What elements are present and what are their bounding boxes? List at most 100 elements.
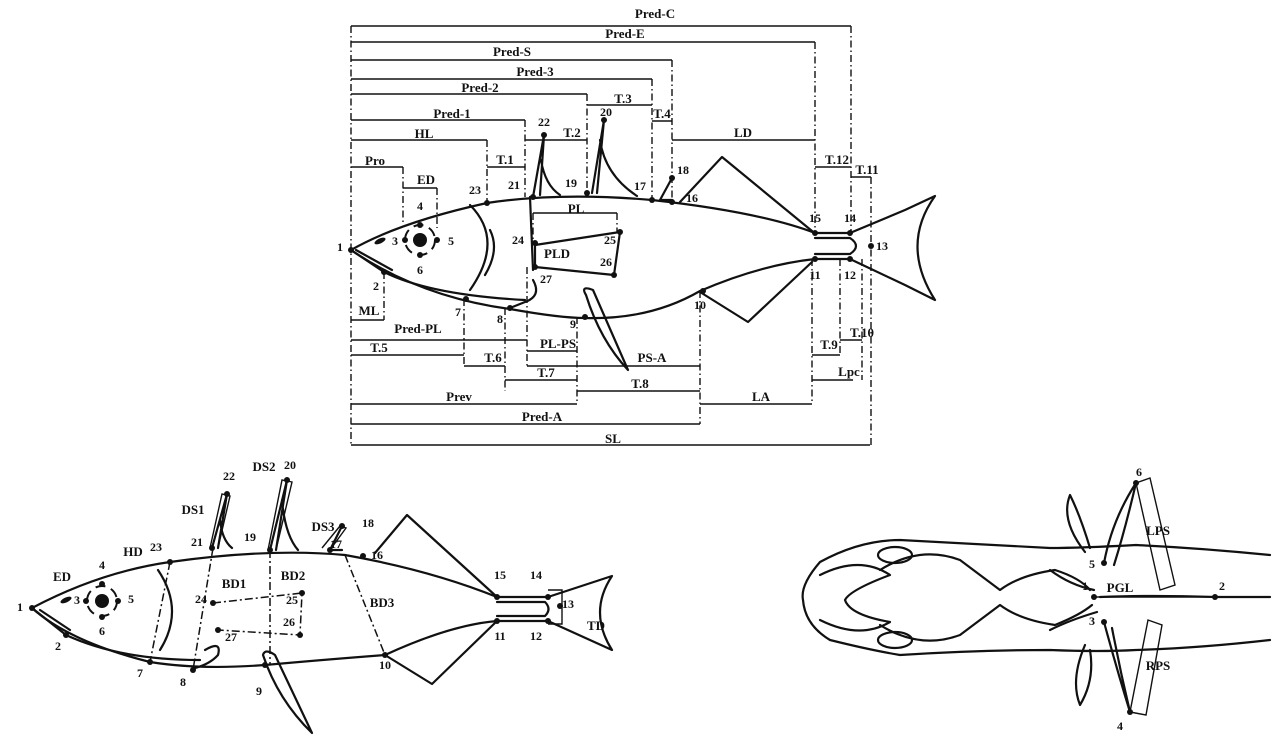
landmark-point: [360, 553, 366, 559]
landmark-point: [262, 662, 268, 668]
measurement-label: T.5: [370, 340, 388, 355]
measurement-label: Lpc: [838, 364, 860, 379]
landmark-point: [327, 547, 333, 553]
landmark-point: [1101, 560, 1107, 566]
diagram-label: PGL: [1107, 580, 1134, 595]
landmark-point: [381, 269, 387, 275]
landmark-point: [700, 288, 706, 294]
measurement-label: T.11: [855, 162, 878, 177]
landmark-point: [532, 240, 538, 246]
landmark-point: [545, 618, 551, 624]
diagram-label: RPS: [1146, 658, 1171, 673]
measurement-label: T.3: [614, 91, 632, 106]
landmark-number: 27: [225, 630, 237, 644]
landmark-number: 20: [600, 105, 612, 119]
measurement-label: PS-A: [638, 350, 668, 365]
measurement-label: HL: [415, 126, 434, 141]
landmark-number: 6: [99, 624, 105, 638]
landmark-number: 21: [191, 535, 203, 549]
landmark-point: [484, 200, 490, 206]
landmark-number: 23: [150, 540, 162, 554]
landmark-point: [494, 594, 500, 600]
landmark-number: 25: [604, 233, 616, 247]
landmark-number: 5: [448, 234, 454, 248]
landmark-number: 24: [512, 233, 524, 247]
landmark-number: 26: [283, 615, 295, 629]
landmark-number: 2: [55, 639, 61, 653]
landmark-number: 11: [494, 629, 505, 643]
landmark-number: 16: [686, 191, 698, 205]
landmark-point: [541, 132, 547, 138]
landmark-point: [434, 237, 440, 243]
landmark-number: 11: [809, 268, 820, 282]
diagram-label: BD1: [222, 576, 247, 591]
landmark-number: 12: [844, 268, 856, 282]
landmark-point: [1091, 594, 1097, 600]
landmark-number: 15: [809, 211, 821, 225]
landmark-number: 1: [337, 240, 343, 254]
measurement-label: T.7: [537, 365, 555, 380]
measurement-label: PL-PS: [540, 336, 576, 351]
landmark-point: [601, 117, 607, 123]
measurement-label: LA: [752, 389, 771, 404]
landmark-number: 5: [128, 592, 134, 606]
landmark-point: [669, 199, 675, 205]
diagram-label: BD2: [281, 568, 306, 583]
landmark-point: [382, 652, 388, 658]
measurement-label: T.1: [496, 152, 513, 167]
landmark-number: 14: [844, 211, 856, 225]
landmark-point: [584, 190, 590, 196]
landmark-point: [83, 598, 89, 604]
landmark-point: [299, 590, 305, 596]
measurement-label: T.4: [653, 106, 671, 121]
landmark-point: [868, 243, 874, 249]
landmark-number: 4: [99, 558, 105, 572]
landmark-number: 12: [530, 629, 542, 643]
landmark-point: [99, 581, 105, 587]
diagram-label: TD: [587, 618, 605, 633]
measurement-label: Pred-S: [493, 44, 531, 59]
measurement-label: Pred-A: [522, 409, 563, 424]
landmark-point: [99, 614, 105, 620]
landmark-number: 3: [74, 593, 80, 607]
landmark-number: 19: [244, 530, 256, 544]
measurement-label: T.12: [825, 152, 849, 167]
landmark-number: 15: [494, 568, 506, 582]
labels-layer: Pred-CPred-EPred-SPred-3Pred-2T.3T.4Pred…: [17, 6, 1225, 733]
landmark-number: 24: [195, 592, 207, 606]
landmark-point: [417, 252, 423, 258]
measurement-label: SL: [605, 431, 621, 446]
measurement-label: LD: [734, 125, 752, 140]
landmark-number: 8: [497, 312, 503, 326]
landmark-number: 18: [677, 163, 689, 177]
landmark-point: [812, 256, 818, 262]
landmark-point: [649, 197, 655, 203]
landmark-number: 4: [417, 199, 423, 213]
measurement-label: Pred-3: [516, 64, 554, 79]
landmark-number: 10: [694, 298, 706, 312]
landmark-number: 7: [455, 305, 461, 319]
landmark-number: 6: [1136, 465, 1142, 479]
landmark-point: [582, 314, 588, 320]
measurement-label: Pro: [365, 153, 385, 168]
landmark-number: 25: [286, 593, 298, 607]
landmark-point: [224, 491, 230, 497]
landmark-number: 6: [417, 263, 423, 277]
landmark-number: 13: [562, 597, 574, 611]
landmark-point: [463, 296, 469, 302]
landmark-number: 9: [256, 684, 262, 698]
diagram-label: DS1: [181, 502, 204, 517]
ventral-fish-diagram: [801, 477, 1272, 716]
landmark-point: [417, 222, 423, 228]
landmark-point: [847, 230, 853, 236]
landmark-number: 1: [1082, 579, 1088, 593]
landmark-point: [1101, 619, 1107, 625]
landmark-number: 7: [137, 666, 143, 680]
landmark-point: [847, 256, 853, 262]
landmark-number: 4: [1117, 719, 1123, 733]
diagram-label: DS3: [311, 519, 335, 534]
landmark-point: [1212, 594, 1218, 600]
landmark-number: 20: [284, 458, 296, 472]
landmark-number: 22: [538, 115, 550, 129]
landmark-point: [167, 559, 173, 565]
